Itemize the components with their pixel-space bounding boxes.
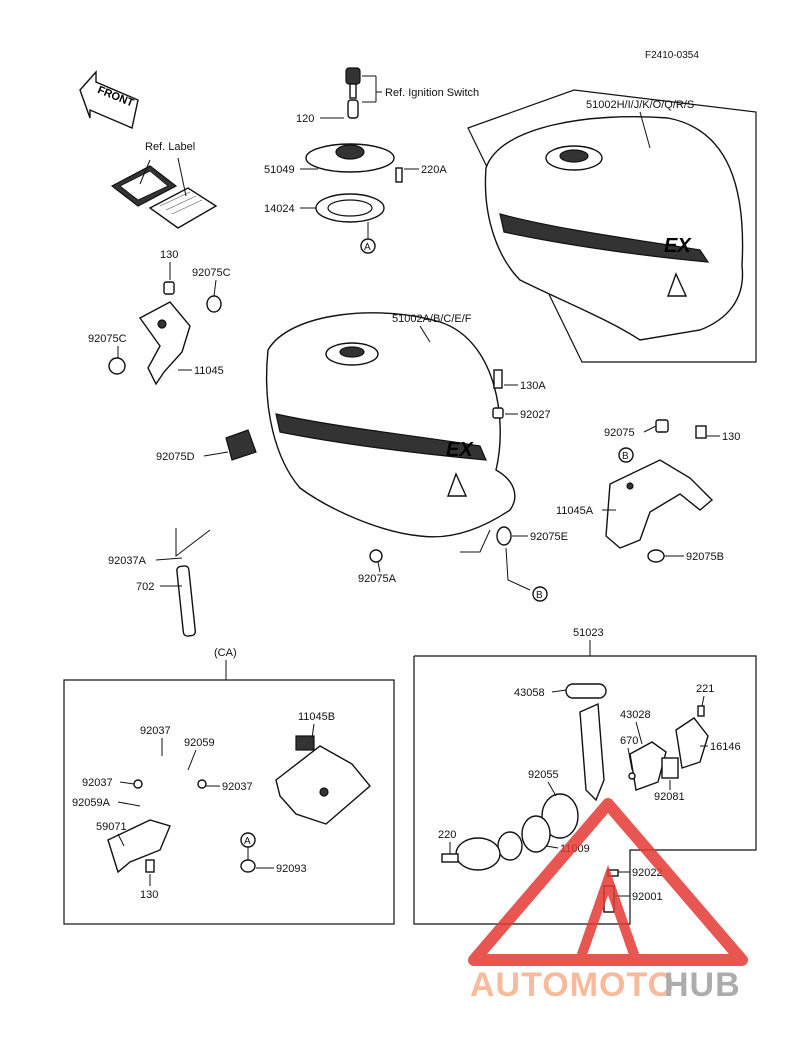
label-92075D: 92075D [156,451,195,463]
label-43058: 43058 [514,687,545,699]
callout-b-right: B [622,451,629,462]
label-92027: 92027 [520,409,551,421]
bracket-11045B [275,735,371,825]
grommet-92075E [496,526,512,546]
label-92037-a: 92037 [140,725,171,737]
label-220A: 220A [421,164,447,176]
ref-ignition-switch-text: Ref. Ignition Switch [385,87,479,99]
fuel-tank-upper: EX [467,89,757,363]
label-14024: 14024 [264,203,295,215]
label-130-top: 130 [160,249,178,261]
label-92075C-b: 92075C [88,333,127,345]
fuel-tank-main: EX [265,312,516,538]
label-92037-b: 92037 [82,777,113,789]
label-51002H: 51002H/I/J/K/O/Q/R/S [586,99,694,111]
label-92075-right: 92075 [604,427,635,439]
label-11045B: 11045B [298,711,335,723]
label-59071: 59071 [96,821,127,833]
bracket-11045 [108,281,222,386]
collar-92027 [492,407,504,419]
label-CA: (CA) [214,647,237,659]
label-51023: 51023 [573,627,604,639]
label-51002A: 51002A/B/C/E/F [392,313,472,325]
label-11045: 11045 [194,365,224,377]
fuel-cap-assembly [305,67,403,223]
label-92059A: 92059A [72,797,111,809]
label-670: 670 [620,735,638,747]
label-92075C-a: 92075C [192,267,231,279]
label-120: 120 [296,113,314,125]
ref-label-text: Ref. Label [145,141,195,153]
tank-badge-upper: EX [664,235,692,257]
label-130A: 130A [520,380,546,392]
label-130-right: 130 [722,431,740,443]
label-92001: 92001 [632,891,663,903]
watermark-text-2: HUB [664,966,741,1004]
label-92055: 92055 [528,769,559,781]
fuel-tap-parts [441,683,709,913]
label-92075B: 92075B [686,551,724,563]
bolt-130A [493,369,503,389]
callout-b-lower: B [536,590,543,601]
tank-badge-main: EX [446,439,474,461]
hose-702 [176,565,197,637]
label-92075E: 92075E [530,531,568,543]
label-92037-c: 92037 [222,781,253,793]
label-130-low: 130 [140,889,158,901]
pad-92075D [225,429,257,461]
fuel-tap-box [413,655,757,925]
figure-code: F2410-0354 [645,50,699,61]
label-16146: 16146 [710,741,741,753]
label-92022: 92022 [632,867,663,879]
front-arrow-icon: FRONT [79,70,139,129]
label-51049: 51049 [264,164,295,176]
label-702: 702 [136,581,154,593]
ca-hoses [107,760,216,874]
label-sticker-icons [110,157,218,229]
label-92081: 92081 [654,791,685,803]
grommet-92075A [369,549,383,563]
label-92037A: 92037A [108,555,147,567]
bracket-11045A [605,419,714,563]
callout-a-circle [360,238,376,254]
watermark-text-1: AUTOMOTO [470,966,675,1004]
label-92093: 92093 [276,863,307,875]
label-221: 221 [696,683,714,695]
automotohub-watermark-logo: AUTOMOTO HUB [468,798,748,1004]
label-11045A: 11045A [556,505,594,517]
ca-box [63,679,395,925]
callout-a-ca: A [244,836,251,847]
label-220: 220 [438,829,456,841]
callout-a-label: A [364,242,371,253]
grommet-92093 [240,859,256,873]
label-43028: 43028 [620,709,651,721]
label-92075A: 92075A [358,573,397,585]
label-92059: 92059 [184,737,215,749]
